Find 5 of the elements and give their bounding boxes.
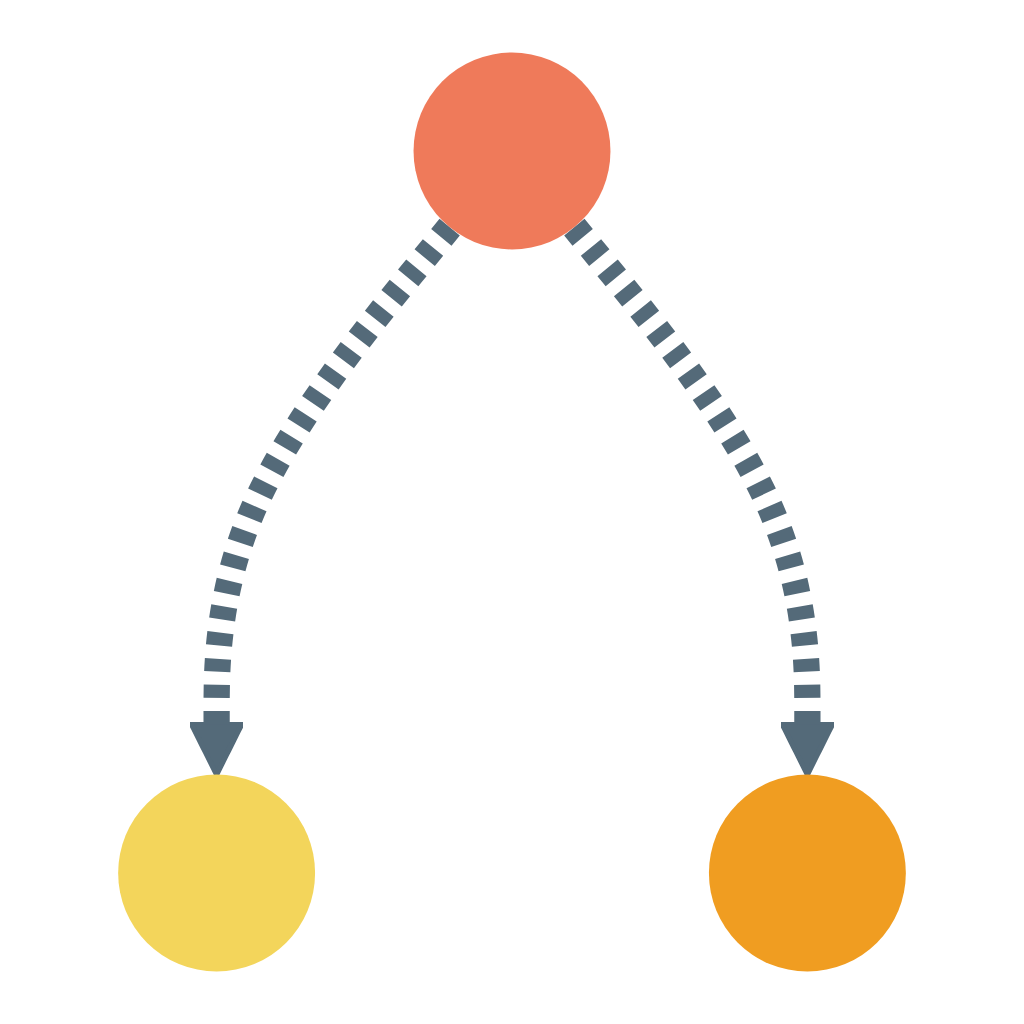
node-circle — [708, 774, 906, 972]
arrow — [564, 218, 837, 778]
node-circle — [118, 774, 316, 972]
arrow — [187, 218, 460, 778]
node-circle — [413, 52, 611, 250]
